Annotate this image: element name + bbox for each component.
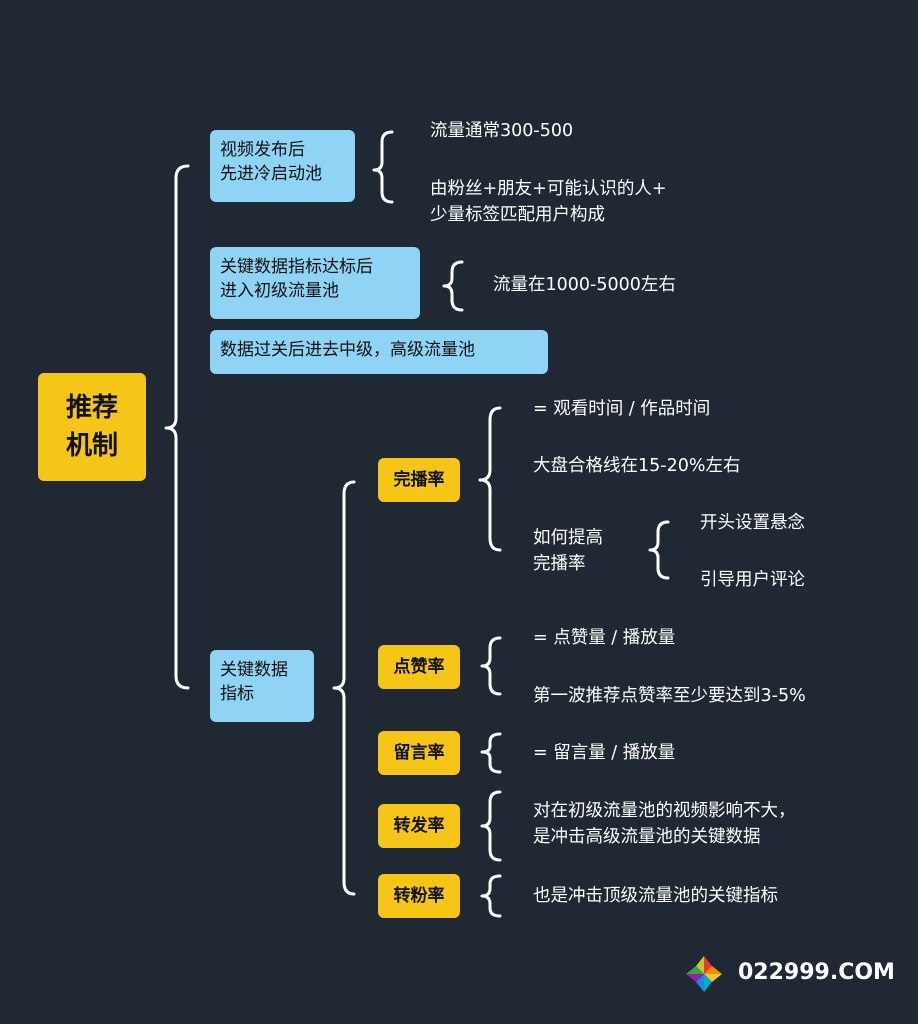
metric-comment: 留言率	[378, 731, 460, 775]
like-item-2: 第一波推荐点赞率至少要达到3-5%	[533, 686, 806, 706]
root-brace	[164, 164, 190, 690]
completion-item-1: = 观看时间 / 作品时间	[533, 399, 711, 419]
metric-completion: 完播率	[378, 458, 460, 502]
like-item-1: = 点赞量 / 播放量	[533, 628, 676, 648]
node-primary-pool: 关键数据指标达标后 进入初级流量池	[210, 247, 420, 319]
completion-item-2: 大盘合格线在15-20%左右	[533, 456, 741, 476]
improve-item-2: 引导用户评论	[700, 570, 805, 590]
completion-improve-label: 如何提高 完播率	[533, 528, 603, 574]
watermark-text: 022999.COM	[738, 960, 895, 985]
improve-item-1: 开头设置悬念	[700, 513, 805, 533]
metric-share: 转发率	[378, 804, 460, 848]
improve-brace	[648, 520, 670, 580]
node-cold-pool: 视频发布后 先进冷启动池	[210, 130, 355, 202]
primary-pool-item-1: 流量在1000-5000左右	[493, 275, 676, 295]
comment-item-1: = 留言量 / 播放量	[533, 743, 676, 763]
metric-like: 点赞率	[378, 645, 460, 689]
cold-pool-item-1: 流量通常300-500	[430, 121, 574, 141]
root-node: 推荐 机制	[38, 373, 146, 481]
follow-brace	[480, 874, 502, 918]
node-advanced-pool: 数据过关后进去中级，高级流量池	[210, 330, 548, 374]
metric-follow: 转粉率	[378, 874, 460, 918]
cold-pool-item-2: 由粉丝+朋友+可能认识的人+ 少量标签匹配用户构成	[430, 179, 667, 225]
like-brace	[480, 636, 502, 696]
share-item-1: 对在初级流量池的视频影响不大， 是冲击高级流量池的关键数据	[533, 801, 796, 847]
share-brace	[480, 790, 502, 862]
node-key-metrics: 关键数据 指标	[210, 650, 314, 722]
primary-pool-brace	[442, 260, 464, 312]
completion-brace	[478, 406, 502, 552]
comment-brace	[480, 732, 502, 774]
cold-pool-brace	[372, 130, 394, 204]
metrics-brace	[332, 480, 356, 896]
pinwheel-logo-icon	[682, 952, 726, 996]
follow-item-1: 也是冲击顶级流量池的关键指标	[533, 886, 778, 906]
